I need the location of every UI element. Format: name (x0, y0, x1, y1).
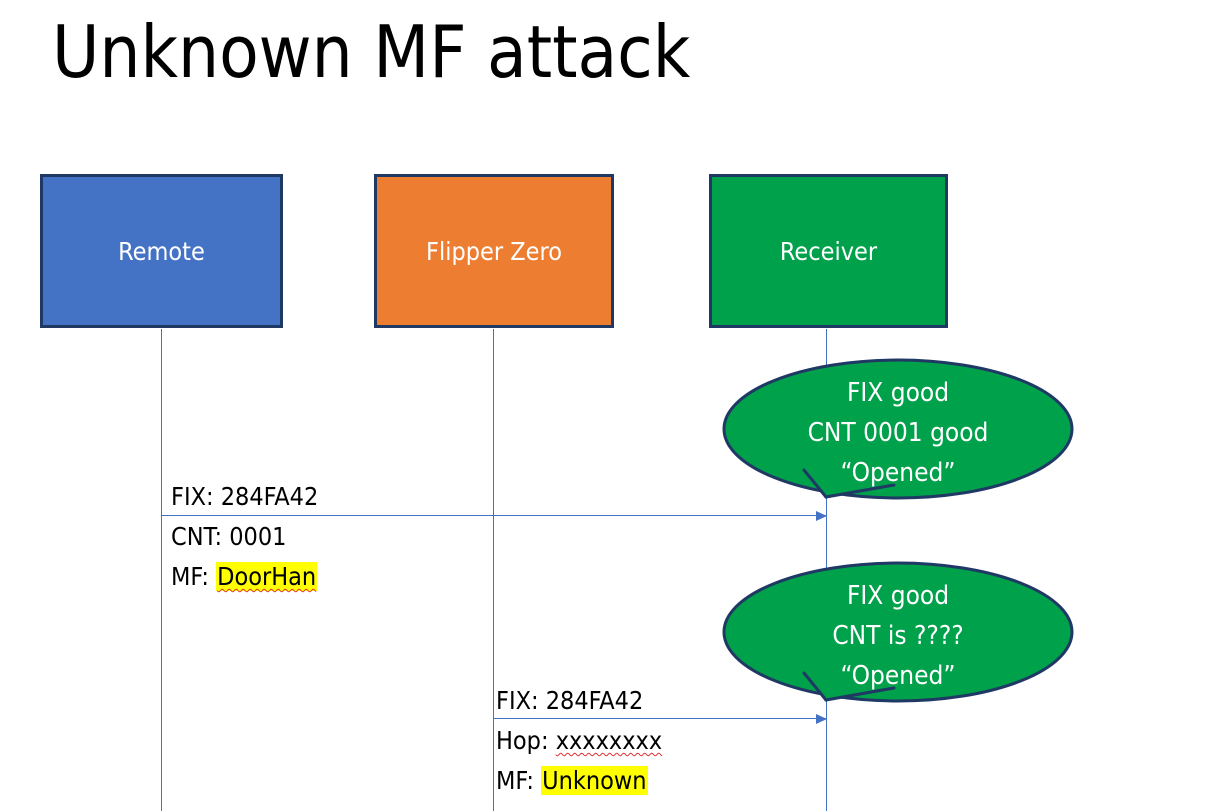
message-1-line-cnt: CNT: 0001 (171, 517, 286, 557)
arrow-head-icon (816, 511, 827, 521)
lifeline-flipper-zero (493, 329, 494, 811)
actor-box-remote[interactable]: Remote (40, 174, 283, 328)
message-1-fix-prefix: FIX: (171, 482, 221, 511)
message-2-mf-value: Unknown (541, 766, 648, 795)
message-1-mf-prefix: MF: (171, 562, 217, 591)
message-2-line-mf: MF: Unknown (496, 761, 648, 801)
message-1-cnt-value: 0001 (229, 522, 287, 551)
actor-label-remote: Remote (118, 236, 205, 266)
message-2-fix-value: 284FA42 (545, 686, 644, 715)
message-arrow-remote-to-receiver (161, 511, 827, 521)
speech-bubble-receiver-first[interactable]: FIX good CNT 0001 good “Opened” (722, 358, 1074, 520)
actor-box-receiver[interactable]: Receiver (709, 174, 948, 328)
actor-label-flipper-zero: Flipper Zero (426, 236, 562, 266)
message-1-mf-value: DoorHan (216, 562, 318, 591)
message-1-line-fix: FIX: 284FA42 (171, 477, 318, 517)
arrow-shaft (493, 718, 827, 719)
message-1-line-mf: MF: DoorHan (171, 557, 318, 597)
speech-bubble-shape (722, 358, 1074, 500)
page-title: Unknown MF attack (52, 10, 691, 94)
lifeline-remote (161, 329, 162, 811)
message-1-fix-value: 284FA42 (220, 482, 319, 511)
arrow-shaft (161, 515, 827, 516)
speech-bubble-receiver-second[interactable]: FIX good CNT is ???? “Opened” (722, 561, 1074, 723)
message-arrow-flipper-to-receiver (493, 714, 827, 724)
speech-bubble-shape (722, 561, 1074, 703)
actor-label-receiver: Receiver (779, 236, 878, 266)
message-2-line-hop: Hop: xxxxxxxx (496, 721, 662, 761)
message-2-fix-prefix: FIX: (496, 686, 546, 715)
message-2-hop-value: xxxxxxxx (555, 726, 663, 755)
message-2-line-fix: FIX: 284FA42 (496, 681, 643, 721)
actor-box-flipper-zero[interactable]: Flipper Zero (374, 174, 614, 328)
message-2-hop-prefix: Hop: (496, 726, 556, 755)
message-2-mf-prefix: MF: (496, 766, 542, 795)
arrow-head-icon (816, 714, 827, 724)
message-1-cnt-prefix: CNT: (171, 522, 230, 551)
